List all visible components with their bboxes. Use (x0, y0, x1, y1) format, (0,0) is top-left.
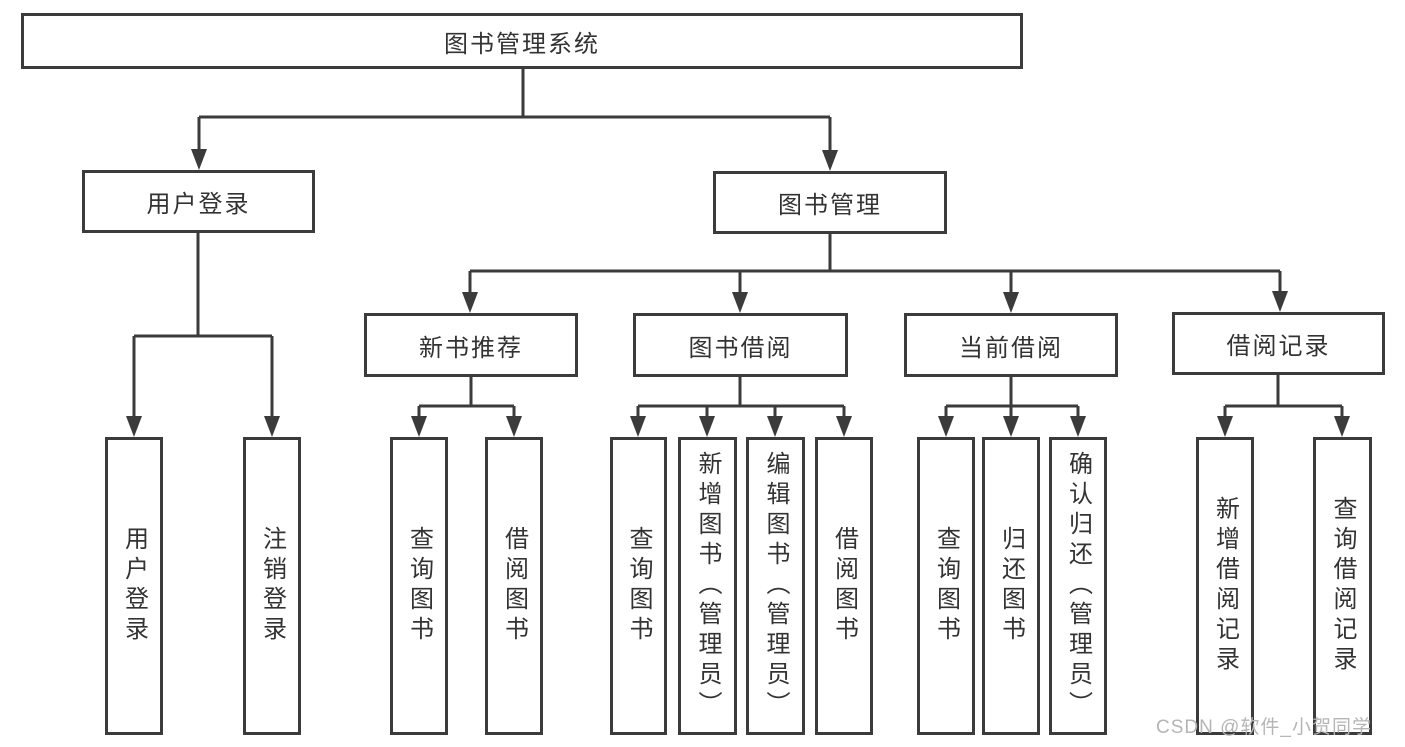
arrow-down-icon (1272, 291, 1288, 312)
leaf-query-books-borrowing: 查询图书 (610, 437, 667, 735)
leaf-user-login: 用户登录 (105, 437, 163, 735)
node-book-management: 图书管理 (713, 171, 947, 234)
watermark: CSDN @软件_小贺同学 (1156, 717, 1372, 738)
leaf-add-borrow-record: 新增借阅记录 (1196, 437, 1254, 735)
arrow-down-icon (126, 416, 142, 437)
arrow-down-icon (836, 416, 852, 437)
leaf-borrow-books-recommend: 借阅图书 (485, 437, 543, 735)
arrow-down-icon (191, 149, 207, 170)
arrow-down-icon (506, 416, 522, 437)
arrow-down-icon (264, 416, 280, 437)
node-library-system: 图书管理系统 (21, 13, 1023, 69)
arrow-down-icon (938, 416, 954, 437)
leaf-query-books-recommend: 查询图书 (390, 437, 448, 735)
node-new-book-recommend: 新书推荐 (364, 313, 578, 377)
arrow-down-icon (1217, 416, 1233, 437)
arrow-down-icon (822, 150, 838, 171)
arrow-down-icon (1334, 416, 1350, 437)
node-borrowing-records: 借阅记录 (1172, 312, 1385, 375)
leaf-add-books-admin: 新增图书（管理员） (678, 437, 737, 735)
node-current-borrowing: 当前借阅 (904, 313, 1118, 377)
leaf-query-books-current: 查询图书 (917, 437, 975, 735)
arrow-down-icon (767, 416, 783, 437)
leaf-confirm-return-admin: 确认归还（管理员） (1049, 437, 1107, 735)
arrow-down-icon (1070, 416, 1086, 437)
node-user-login: 用户登录 (82, 170, 315, 233)
leaf-return-books: 归还图书 (982, 437, 1040, 735)
arrow-down-icon (1003, 292, 1019, 313)
arrow-down-icon (732, 292, 748, 313)
arrow-down-icon (699, 416, 715, 437)
leaf-borrow-books: 借阅图书 (815, 437, 873, 735)
arrow-down-icons (126, 149, 1350, 437)
arrow-down-icon (630, 416, 646, 437)
arrow-down-icon (411, 416, 427, 437)
leaf-query-borrow-record: 查询借阅记录 (1313, 437, 1372, 735)
node-book-borrowing: 图书借阅 (633, 313, 848, 377)
connector-lines (132, 69, 1344, 423)
leaf-logout: 注销登录 (243, 437, 301, 735)
arrow-down-icon (462, 292, 478, 313)
arrow-down-icon (1003, 416, 1019, 437)
leaf-edit-books-admin: 编辑图书（管理员） (746, 437, 805, 735)
